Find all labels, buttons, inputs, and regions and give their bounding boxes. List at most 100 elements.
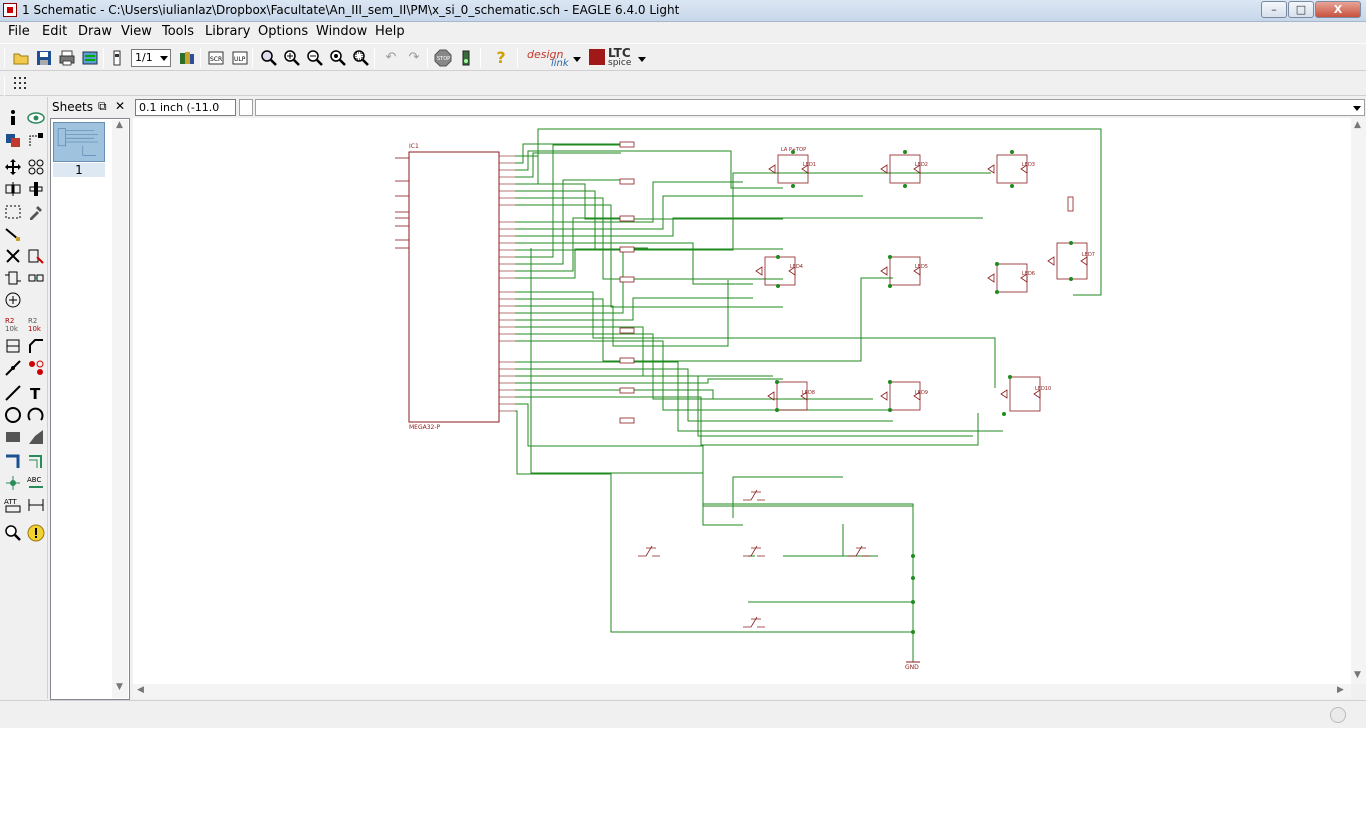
menu-tools[interactable]: Tools	[162, 24, 195, 39]
grid-icon[interactable]	[12, 75, 30, 93]
schematic-drawing[interactable]: IC1 MEGA32-P	[133, 118, 1351, 684]
junction-icon[interactable]	[4, 474, 22, 492]
change-icon[interactable]	[27, 203, 45, 221]
erc-icon[interactable]	[4, 524, 22, 542]
dimension-icon[interactable]	[27, 496, 45, 514]
rotate-icon[interactable]	[27, 180, 45, 198]
stop-icon[interactable]: STOP	[434, 49, 452, 67]
sheets-scrollbar[interactable]: ▲ ▼	[112, 120, 128, 698]
scroll-down-icon[interactable]: ▼	[116, 682, 123, 692]
scroll-left-icon[interactable]: ◀	[137, 685, 144, 695]
sheet-select[interactable]: 1/1	[131, 49, 171, 67]
close-icon[interactable]: ✕	[115, 99, 126, 113]
chevron-down-icon[interactable]	[1353, 106, 1361, 111]
smash-icon[interactable]	[4, 337, 22, 355]
ltspice-button[interactable]: LTC spice	[589, 46, 649, 69]
text-icon[interactable]: T	[27, 384, 45, 403]
pinswap-icon[interactable]	[4, 269, 22, 287]
ulp-icon[interactable]: ULP	[231, 49, 249, 67]
menu-edit[interactable]: Edit	[42, 24, 68, 39]
mirror-icon[interactable]	[4, 180, 22, 198]
attribute-icon[interactable]: ATT	[4, 496, 22, 514]
miter-icon[interactable]	[27, 337, 45, 355]
svg-text:LED7: LED7	[1082, 252, 1095, 258]
menu-file[interactable]: File	[8, 24, 30, 39]
display-layers-icon[interactable]	[4, 131, 22, 149]
svg-text:LED2: LED2	[915, 162, 928, 168]
print-icon[interactable]	[58, 49, 76, 67]
net-icon[interactable]	[27, 452, 45, 470]
delete-icon[interactable]	[4, 247, 22, 265]
menu-draw[interactable]: Draw	[78, 24, 112, 39]
coordinate-toggle-button[interactable]	[239, 99, 253, 116]
design-link-button[interactable]: design link	[527, 48, 581, 70]
scroll-up-icon[interactable]: ▲	[116, 120, 123, 130]
label-icon[interactable]: ABC	[27, 474, 45, 492]
menu-view[interactable]: View	[121, 24, 152, 39]
led-block	[1000, 376, 1041, 412]
add-icon[interactable]	[27, 247, 45, 265]
cam-processor-icon[interactable]	[81, 49, 99, 67]
invoke-icon[interactable]	[27, 359, 45, 377]
show-icon[interactable]	[27, 109, 45, 127]
svg-text:STOP: STOP	[437, 56, 450, 62]
menu-help[interactable]: Help	[375, 24, 405, 39]
schematic-canvas[interactable]: IC1 MEGA32-P	[133, 118, 1351, 684]
split-icon[interactable]	[4, 359, 22, 377]
svg-text:LED3: LED3	[1022, 162, 1035, 168]
svg-text:ABC: ABC	[27, 476, 41, 484]
microcontroller-symbol[interactable]: IC1 MEGA32-P	[395, 143, 515, 431]
switch-to-board-icon[interactable]	[108, 49, 126, 67]
zoom-in-icon[interactable]	[283, 49, 301, 67]
sheet-number[interactable]: 1	[53, 163, 105, 177]
scroll-up-icon[interactable]: ▲	[1354, 120, 1361, 130]
open-icon[interactable]	[12, 49, 30, 67]
script-icon[interactable]: SCR	[207, 49, 225, 67]
maximize-button[interactable]: □	[1288, 1, 1314, 18]
errors-icon[interactable]	[27, 524, 45, 542]
push-buttons[interactable]	[638, 489, 870, 628]
copy-icon[interactable]	[27, 158, 45, 176]
circle-icon[interactable]	[4, 406, 22, 424]
close-button[interactable]: X	[1315, 1, 1361, 18]
canvas-vertical-scrollbar[interactable]: ▲ ▼	[1351, 118, 1366, 684]
menu-window[interactable]: Window	[316, 24, 368, 39]
undo-icon[interactable]: ↶	[385, 50, 397, 65]
sheet-thumbnail[interactable]	[53, 122, 105, 162]
zoom-out-icon[interactable]	[306, 49, 324, 67]
zoom-area-icon[interactable]	[352, 49, 370, 67]
help-icon[interactable]: ?	[496, 48, 506, 67]
mark-icon[interactable]	[27, 131, 45, 149]
group-icon[interactable]	[4, 203, 22, 221]
command-line-input[interactable]	[255, 99, 1365, 116]
arc-icon[interactable]	[27, 406, 45, 424]
zoom-redraw-icon[interactable]	[329, 49, 347, 67]
scroll-right-icon[interactable]: ▶	[1337, 685, 1344, 695]
undock-icon[interactable]: ⧉	[98, 99, 107, 113]
polygon-icon[interactable]	[27, 428, 45, 446]
bus-icon[interactable]	[4, 452, 22, 470]
save-icon[interactable]	[35, 49, 53, 67]
info-icon[interactable]	[4, 109, 22, 127]
use-library-icon[interactable]	[178, 49, 196, 67]
replace-icon[interactable]	[4, 291, 22, 309]
resistors[interactable]	[619, 141, 1074, 424]
zoom-fit-icon[interactable]	[260, 49, 278, 67]
redo-icon[interactable]: ↷	[408, 50, 420, 65]
led-array[interactable]	[755, 154, 1088, 412]
net-wires[interactable]	[515, 128, 1102, 633]
menu-options[interactable]: Options	[258, 24, 309, 39]
rect-icon[interactable]	[4, 428, 22, 446]
scroll-down-icon[interactable]: ▼	[1354, 670, 1361, 680]
menu-library[interactable]: Library	[205, 24, 251, 39]
go-icon[interactable]	[457, 49, 475, 67]
canvas-horizontal-scrollbar[interactable]: ◀ ▶	[133, 684, 1351, 698]
gateswap-icon[interactable]	[27, 269, 45, 287]
paste-icon[interactable]	[4, 225, 22, 243]
move-icon[interactable]	[4, 158, 22, 176]
wire-icon[interactable]	[4, 384, 22, 402]
svg-text:LED5: LED5	[915, 264, 928, 270]
minimize-button[interactable]: –	[1261, 1, 1287, 18]
